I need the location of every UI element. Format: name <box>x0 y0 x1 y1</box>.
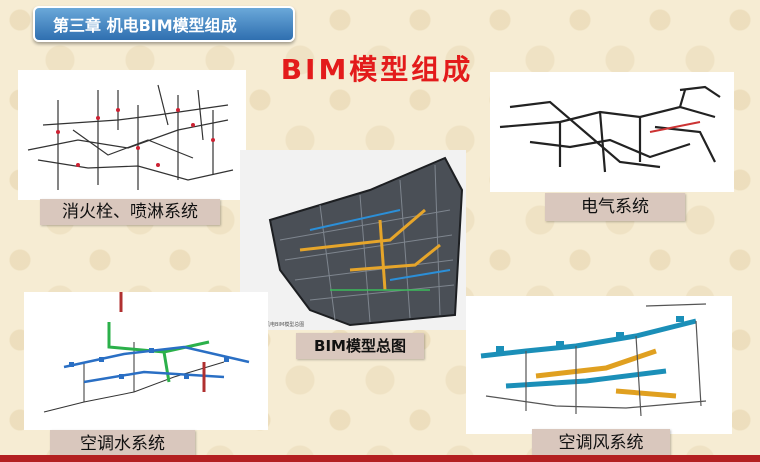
overall-model-caption: BIM模型总图 <box>296 333 424 359</box>
fire-system-image <box>18 70 246 200</box>
overall-model-image: 某某项目机电BIM模型总图 <box>240 150 466 330</box>
ac-air-system-caption: 空调风系统 <box>532 429 670 457</box>
ac-water-system-image <box>24 292 268 430</box>
ac-water-system-caption: 空调水系统 <box>50 430 195 458</box>
slide-title: BIM模型组成 <box>280 53 474 86</box>
overall-model-note: 某某项目机电BIM模型总图 <box>245 321 304 328</box>
fire-system-caption: 消火栓、喷淋系统 <box>40 199 220 225</box>
electrical-system-caption: 电气系统 <box>545 193 685 221</box>
bottom-accent-bar <box>0 455 760 462</box>
electrical-system-image <box>490 72 734 192</box>
chapter-tab: 第三章 机电BIM模型组成 <box>33 6 295 42</box>
ac-air-system-image <box>466 296 732 434</box>
